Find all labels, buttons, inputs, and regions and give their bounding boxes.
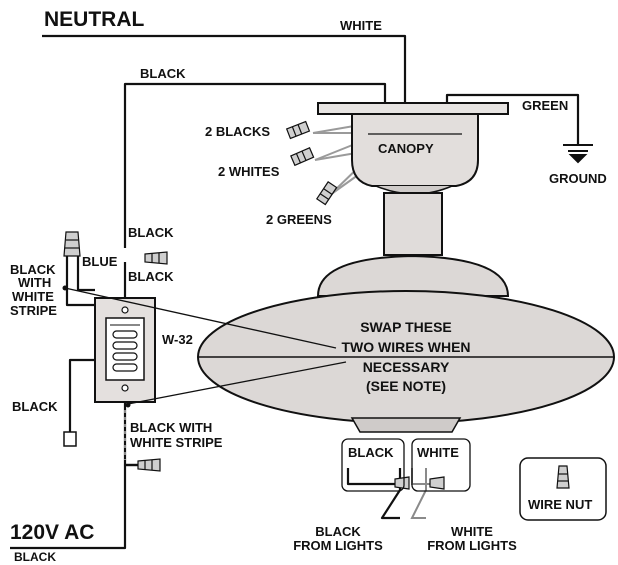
stripe-label: STRIPE [10, 303, 57, 318]
green-label: GREEN [522, 98, 569, 113]
black-from-lights-line1: BLACK [315, 524, 361, 539]
mounting-bracket [317, 102, 509, 115]
white-label: WHITE [12, 289, 54, 304]
black-left-wire [68, 358, 95, 432]
white-from-lights-line2: FROM LIGHTS [427, 538, 517, 553]
two-whites-label: 2 WHITES [218, 164, 280, 179]
black-with-white-stripe-line2: WHITE STRIPE [130, 435, 223, 450]
with-label: WITH [18, 275, 52, 290]
black-from-lights-line2: FROM LIGHTS [293, 538, 383, 553]
swap-note-line2: TWO WIRES WHEN [341, 339, 471, 355]
w32-label: W-32 [162, 332, 193, 347]
two-blacks-label: 2 BLACKS [205, 124, 271, 139]
box-white-label: WHITE [417, 445, 459, 460]
wire-nut-ac [137, 458, 161, 472]
green-wire [445, 93, 580, 145]
black-mid-label: BLACK [128, 225, 174, 240]
light-kit [350, 417, 462, 433]
white-top-label: WHITE [340, 18, 382, 33]
wire-nut-blue [63, 231, 81, 257]
legend-wire-nut-icon [556, 465, 570, 489]
motor-housing-top [316, 254, 510, 297]
wire-nut-whites [290, 147, 315, 167]
box-white [411, 438, 471, 492]
pointer-line-switch [127, 361, 347, 405]
black-from-lights-wire [380, 468, 402, 520]
wire-nut-box-black [394, 476, 410, 490]
wire-end-cap [63, 431, 77, 447]
canopy-label: CANOPY [378, 141, 434, 156]
blue-label: BLUE [82, 254, 118, 269]
wire-nut-greens [315, 181, 338, 206]
two-greens-label: 2 GREENS [266, 212, 332, 227]
wire-nut-legend-box [519, 457, 607, 521]
neutral-wire [42, 34, 407, 103]
black-wire-to-canopy [123, 82, 387, 248]
ground-label: GROUND [549, 171, 607, 186]
neutral-label: NEUTRAL [44, 8, 145, 31]
black-mid2-label: BLACK [128, 269, 174, 284]
white-from-lights-line1: WHITE [451, 524, 493, 539]
swap-note-line4: (SEE NOTE) [365, 378, 447, 394]
wire-nut-switch-top [144, 251, 168, 265]
black-with-label: BLACK [10, 262, 56, 277]
wire-nut-label: WIRE NUT [528, 497, 593, 512]
black-with-white-stripe-line1: BLACK WITH [130, 420, 213, 435]
wire-nut-blacks [285, 120, 311, 140]
blue-wire-2 [76, 255, 95, 292]
ground-symbol [563, 144, 593, 164]
pointer-line-stripe [64, 287, 337, 349]
downrod [383, 192, 443, 256]
ac-label: 120V AC [10, 521, 95, 544]
black-bottom-label: BLACK [14, 550, 56, 564]
black-top-label: BLACK [140, 66, 186, 81]
wire-nut-box-white [429, 476, 445, 490]
swap-note-line3: NECESSARY [362, 359, 450, 375]
wall-switch [94, 297, 156, 403]
black-left-label: BLACK [12, 399, 58, 414]
canopy [351, 113, 479, 187]
black-junction-wire [346, 468, 395, 486]
white-from-lights-wire [410, 468, 427, 519]
box-black-label: BLACK [348, 445, 394, 460]
box-black [341, 438, 405, 492]
swap-note-line1: SWAP THESE [360, 319, 452, 335]
blue-wire [65, 255, 95, 307]
